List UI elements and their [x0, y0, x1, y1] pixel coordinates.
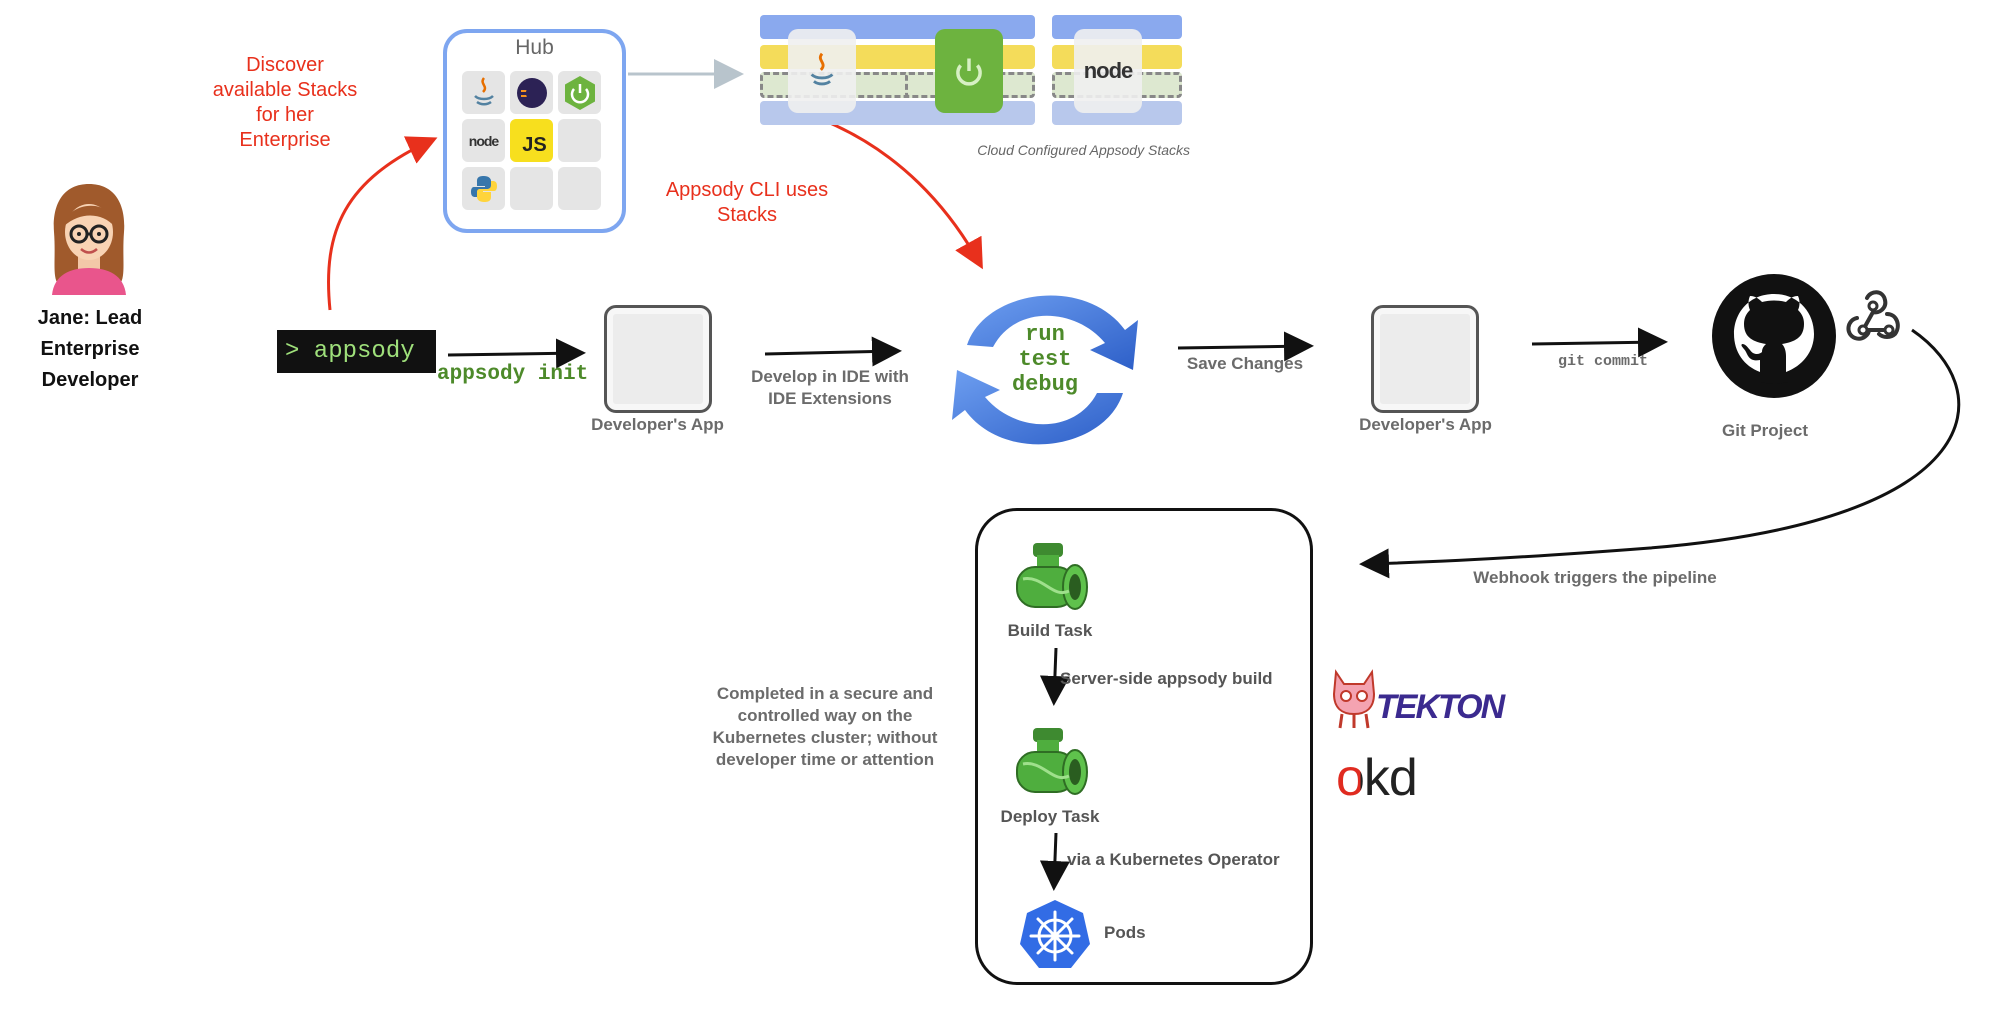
stack-spring[interactable] [905, 15, 1035, 125]
spring-icon [564, 75, 595, 110]
hub-tile-spring[interactable] [558, 71, 601, 114]
nodejs-icon: node [1083, 58, 1134, 83]
webhook-triggers-label: Webhook triggers the pipeline [1473, 568, 1717, 587]
cli-uses-stacks-arrow [817, 116, 983, 270]
kubernetes-icon [1020, 900, 1090, 968]
cycle-run-label: run [1025, 322, 1065, 347]
save-changes-label: Save Changes [1186, 354, 1304, 373]
nodejs-icon: node [468, 132, 499, 149]
hub-tile-java[interactable] [462, 71, 505, 114]
build-task-label: Build Task [1007, 621, 1093, 640]
hub-tile-nodejs[interactable]: node [462, 119, 505, 162]
webhook-arrow [1359, 328, 1961, 579]
tekton-logo-text: TEKTON [1376, 688, 1505, 726]
developers-app-label-1: Developer's App [591, 415, 724, 434]
appsody-init-label: appsody init [437, 363, 589, 386]
cli-uses-stacks-label: Appsody CLI uses Stacks [665, 179, 829, 226]
python-icon [470, 175, 497, 202]
via-operator-label: via a Kubernetes Operator [1067, 850, 1280, 869]
okd-logo-text: okd [1336, 748, 1418, 808]
save-arrow [1177, 331, 1314, 362]
stack-java[interactable] [760, 15, 927, 125]
java-icon [810, 52, 834, 86]
build-to-deploy-arrow [1039, 647, 1070, 706]
terminal-appsody-command: > appsody [277, 330, 436, 373]
hub-tile-eclipse[interactable] [510, 71, 553, 114]
stack-spring-card [935, 29, 1003, 113]
java-icon [473, 76, 494, 105]
stack-java-card [788, 29, 856, 113]
spring-icon [956, 58, 982, 86]
git-commit-label: git commit [1557, 353, 1648, 370]
developer-name-label: Jane: Lead Enterprise Developer [37, 307, 143, 391]
webhook-icon [1846, 290, 1900, 341]
hub-tile-grid: node JS [462, 71, 606, 210]
developers-app-label-2: Developer's App [1359, 415, 1492, 434]
cycle-test-label: test [1018, 347, 1072, 372]
init-arrow [447, 338, 586, 369]
develop-arrow [764, 336, 902, 367]
okd-logo-text-inner: okd [1336, 749, 1418, 807]
server-side-build-label: Server-side appsody build [1060, 669, 1273, 688]
deploy-task-pipe-icon [1016, 728, 1088, 795]
deploy-to-pods-arrow [1039, 832, 1070, 891]
commit-arrow [1531, 327, 1668, 358]
stack-nodejs[interactable]: node [1052, 15, 1182, 125]
pipeline-panel [975, 508, 1313, 985]
hub-title: Hub [515, 36, 554, 59]
developers-app-box-2 [1371, 305, 1479, 413]
hub-panel: Hub node JS [443, 29, 626, 233]
hub-tile-empty [558, 119, 601, 162]
developer-avatar-icon [52, 184, 126, 295]
cloud-stacks-group: node [760, 15, 1185, 137]
github-icon [1712, 274, 1836, 398]
cycle-debug-label: debug [1011, 372, 1078, 397]
pods-label: Pods [1104, 923, 1146, 942]
build-task-pipe-icon [1016, 543, 1088, 610]
discover-arrow [327, 136, 438, 311]
eclipse-icon [516, 77, 547, 108]
hub-tile-python[interactable] [462, 167, 505, 210]
hub-tile-javascript[interactable]: JS [510, 119, 553, 162]
completed-secure-label: Completed in a secure and controlled way… [712, 684, 938, 769]
stack-nodejs-card: node [1074, 29, 1142, 113]
tekton-cat-icon [1332, 669, 1376, 729]
discover-stacks-label: Discover available Stacks for her Enterp… [212, 54, 358, 151]
hub-tile-empty [558, 167, 601, 210]
develop-in-ide-label: Develop in IDE with IDE Extensions [751, 367, 909, 408]
javascript-icon: JS [522, 134, 547, 156]
dev-loop-cycle-icon [952, 295, 1138, 445]
cloud-stacks-caption: Cloud Configured Appsody Stacks [977, 142, 1190, 158]
deploy-task-label: Deploy Task [1000, 807, 1100, 826]
hub-tile-empty [510, 167, 553, 210]
developers-app-box-1 [604, 305, 712, 413]
git-project-label: Git Project [1722, 421, 1808, 440]
